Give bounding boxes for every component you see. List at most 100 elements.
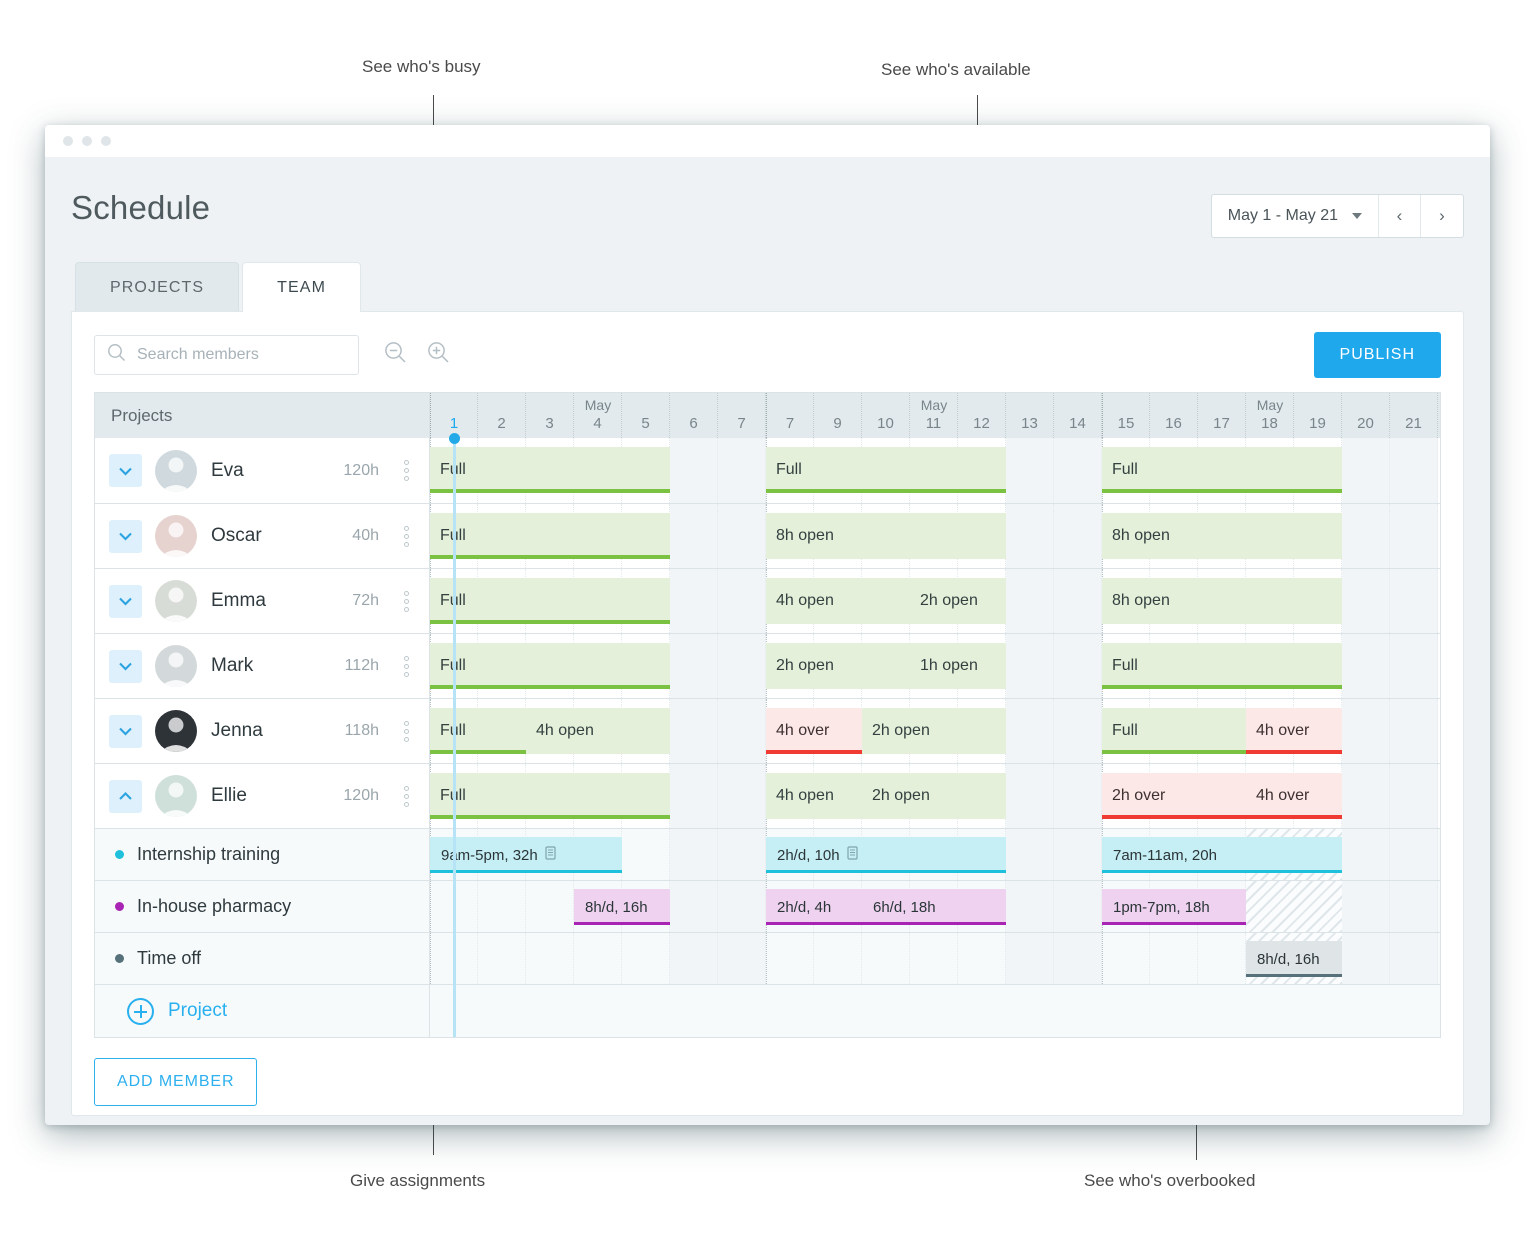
zoom-in-icon[interactable] <box>426 340 451 370</box>
grid-cell[interactable] <box>1390 829 1438 880</box>
member-menu-icon[interactable] <box>391 460 421 481</box>
availability-segment[interactable]: 2h open <box>862 773 1006 819</box>
grid-cell[interactable] <box>1054 569 1102 633</box>
grid-cell[interactable] <box>718 634 766 698</box>
grid-cell[interactable] <box>670 933 718 984</box>
grid-cell[interactable] <box>1390 634 1438 698</box>
grid-cell[interactable] <box>1054 699 1102 763</box>
add-project-button[interactable]: Project <box>95 985 429 1037</box>
availability-segment[interactable]: 8h open <box>766 513 1006 559</box>
tab-projects[interactable]: PROJECTS <box>75 262 240 312</box>
grid-cell[interactable] <box>1102 933 1150 984</box>
grid-cell[interactable] <box>1054 634 1102 698</box>
grid-cell[interactable] <box>1054 504 1102 568</box>
grid-cell[interactable] <box>814 933 862 984</box>
task-bar[interactable]: 8h/d, 16h <box>574 889 670 925</box>
grid-cell[interactable] <box>1342 933 1390 984</box>
grid-cell[interactable] <box>1006 699 1054 763</box>
grid-cell[interactable] <box>1054 933 1102 984</box>
grid-cell[interactable] <box>526 933 574 984</box>
availability-segment[interactable]: Full <box>1102 708 1246 754</box>
grid-cell[interactable] <box>526 881 574 932</box>
expand-toggle-emma[interactable] <box>109 584 142 618</box>
task-bar[interactable]: 9am-5pm, 32h <box>430 837 622 873</box>
grid-cell[interactable] <box>1390 504 1438 568</box>
grid-cell[interactable] <box>670 829 718 880</box>
add-member-button[interactable]: ADD MEMBER <box>94 1058 258 1106</box>
grid-cell[interactable] <box>1006 764 1054 828</box>
availability-segment[interactable]: 4h over <box>1246 708 1342 754</box>
grid-cell[interactable] <box>430 881 478 932</box>
task-bar[interactable]: 8h/d, 16h <box>1246 941 1342 977</box>
grid-cell[interactable] <box>670 699 718 763</box>
expand-toggle-eva[interactable] <box>109 454 142 487</box>
maximize-dot[interactable] <box>101 136 111 146</box>
task-segment[interactable]: 2h/d, 10h <box>766 837 1006 873</box>
grid-cell[interactable] <box>670 504 718 568</box>
grid-cell[interactable] <box>1054 881 1102 932</box>
grid-cell[interactable] <box>1198 933 1246 984</box>
availability-segment[interactable]: Full <box>430 643 670 689</box>
availability-segment[interactable]: Full <box>1102 447 1342 493</box>
grid-cell[interactable] <box>1342 764 1390 828</box>
availability-segment[interactable]: 2h over <box>1102 773 1246 819</box>
grid-cell[interactable] <box>766 933 814 984</box>
availability-segment[interactable]: Full <box>430 708 526 754</box>
grid-cell[interactable] <box>1390 881 1438 932</box>
task-segment[interactable]: 8h/d, 16h <box>1246 941 1342 977</box>
grid-cell[interactable] <box>670 438 718 503</box>
grid-cell[interactable] <box>1006 504 1054 568</box>
grid-cell[interactable] <box>910 933 958 984</box>
grid-cell[interactable] <box>670 634 718 698</box>
availability-segment[interactable]: 4h open <box>526 708 670 754</box>
zoom-out-icon[interactable] <box>383 340 408 370</box>
availability-bar[interactable]: Full <box>1102 643 1342 689</box>
availability-bar[interactable]: Full <box>430 447 670 493</box>
task-segment[interactable]: 8h/d, 16h <box>574 889 670 925</box>
grid-cell[interactable] <box>1342 699 1390 763</box>
availability-segment[interactable]: 1h open <box>910 643 1006 689</box>
grid-cell[interactable] <box>1006 881 1054 932</box>
grid-cell[interactable] <box>1150 933 1198 984</box>
availability-bar[interactable]: Full <box>1102 447 1342 493</box>
availability-bar[interactable]: 8h open <box>766 513 1006 559</box>
task-segment[interactable]: 7am-11am, 20h <box>1102 837 1342 873</box>
date-range-button[interactable]: May 1 - May 21 <box>1212 195 1379 237</box>
expand-toggle-ellie[interactable] <box>109 779 142 813</box>
grid-cell[interactable] <box>718 569 766 633</box>
publish-button[interactable]: PUBLISH <box>1313 332 1441 378</box>
availability-segment[interactable]: Full <box>430 513 670 559</box>
availability-segment[interactable]: 4h over <box>766 708 862 754</box>
grid-cell[interactable] <box>622 933 670 984</box>
member-menu-icon[interactable] <box>391 720 421 742</box>
expand-toggle-oscar[interactable] <box>109 519 142 553</box>
availability-segment[interactable]: 2h open <box>862 708 1006 754</box>
expand-toggle-mark[interactable] <box>109 649 142 683</box>
availability-segment[interactable]: Full <box>430 773 670 819</box>
grid-cell[interactable] <box>958 933 1006 984</box>
availability-bar[interactable]: Full <box>430 513 670 559</box>
search-input[interactable] <box>137 346 346 364</box>
date-range-control[interactable]: May 1 - May 21 ‹ › <box>1210 194 1464 238</box>
availability-segment[interactable]: Full <box>766 447 1006 493</box>
grid-cell[interactable] <box>1006 933 1054 984</box>
member-menu-icon[interactable] <box>391 525 421 547</box>
grid-cell[interactable] <box>718 438 766 503</box>
availability-segment[interactable]: 2h open <box>910 578 1006 624</box>
grid-cell[interactable] <box>1006 569 1054 633</box>
availability-bar[interactable]: 8h open <box>1102 513 1342 559</box>
task-segment[interactable]: 9am-5pm, 32h <box>430 837 622 873</box>
grid-cell[interactable] <box>718 764 766 828</box>
grid-cell[interactable] <box>670 569 718 633</box>
grid-cell[interactable] <box>1342 438 1390 503</box>
task-bar[interactable]: 2h/d, 10h <box>766 837 1006 873</box>
grid-cell[interactable] <box>1390 933 1438 984</box>
availability-bar[interactable]: Full <box>430 578 670 624</box>
close-dot[interactable] <box>63 136 73 146</box>
grid-cell[interactable] <box>1390 699 1438 763</box>
availability-segment[interactable]: 8h open <box>1102 513 1342 559</box>
